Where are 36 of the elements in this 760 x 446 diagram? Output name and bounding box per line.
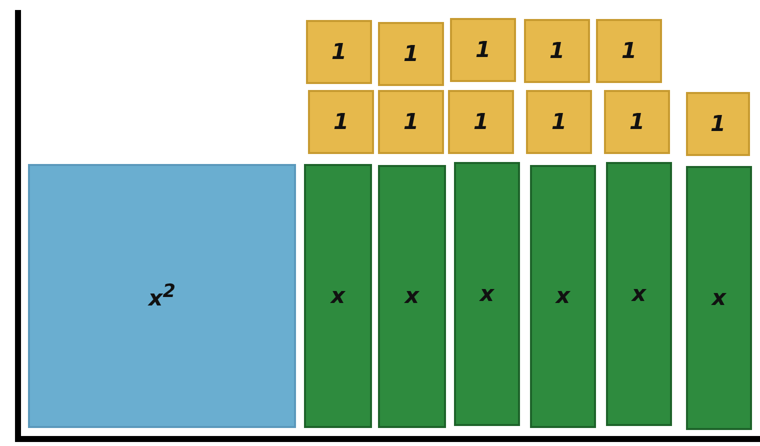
tile-label: 1	[549, 38, 565, 64]
tile-label: 1	[473, 110, 489, 134]
unit-tile	[378, 90, 444, 154]
rectangle-tile	[304, 164, 372, 428]
unit-tile	[378, 22, 444, 86]
rectangle-tile	[606, 162, 672, 426]
tile-label: x$^{2}$	[148, 280, 176, 312]
tile-label: 1	[629, 110, 645, 134]
unit-tile	[448, 90, 514, 154]
unit-tile	[450, 18, 516, 82]
unit-tile	[308, 90, 374, 154]
unit-tile	[686, 92, 750, 156]
rectangle-tile	[530, 165, 596, 428]
tile-label: 1	[403, 42, 419, 66]
tile-label: x	[712, 286, 726, 310]
tile-label: x	[330, 284, 346, 308]
tile-label: 1	[621, 38, 637, 64]
unit-tile	[526, 90, 592, 154]
tile-label: x	[404, 284, 420, 309]
tile-label: 1	[551, 110, 567, 134]
rectangle-tile	[454, 162, 520, 426]
tile-label: x	[480, 282, 494, 306]
tile-label: 1	[403, 110, 419, 134]
tile-label: 1	[331, 40, 347, 64]
unit-tile	[596, 19, 662, 83]
rectangle-tile	[686, 166, 752, 430]
tile-label: x	[632, 282, 646, 306]
tile-label: 1	[333, 110, 349, 134]
square-tile	[28, 164, 296, 428]
tile-label: 1	[710, 112, 726, 136]
unit-tile	[306, 20, 372, 84]
tile-label: x	[556, 284, 570, 309]
rectangle-tile	[378, 165, 446, 428]
unit-tile	[524, 19, 590, 83]
unit-tile	[604, 90, 670, 154]
tile-label: 1	[475, 38, 491, 62]
